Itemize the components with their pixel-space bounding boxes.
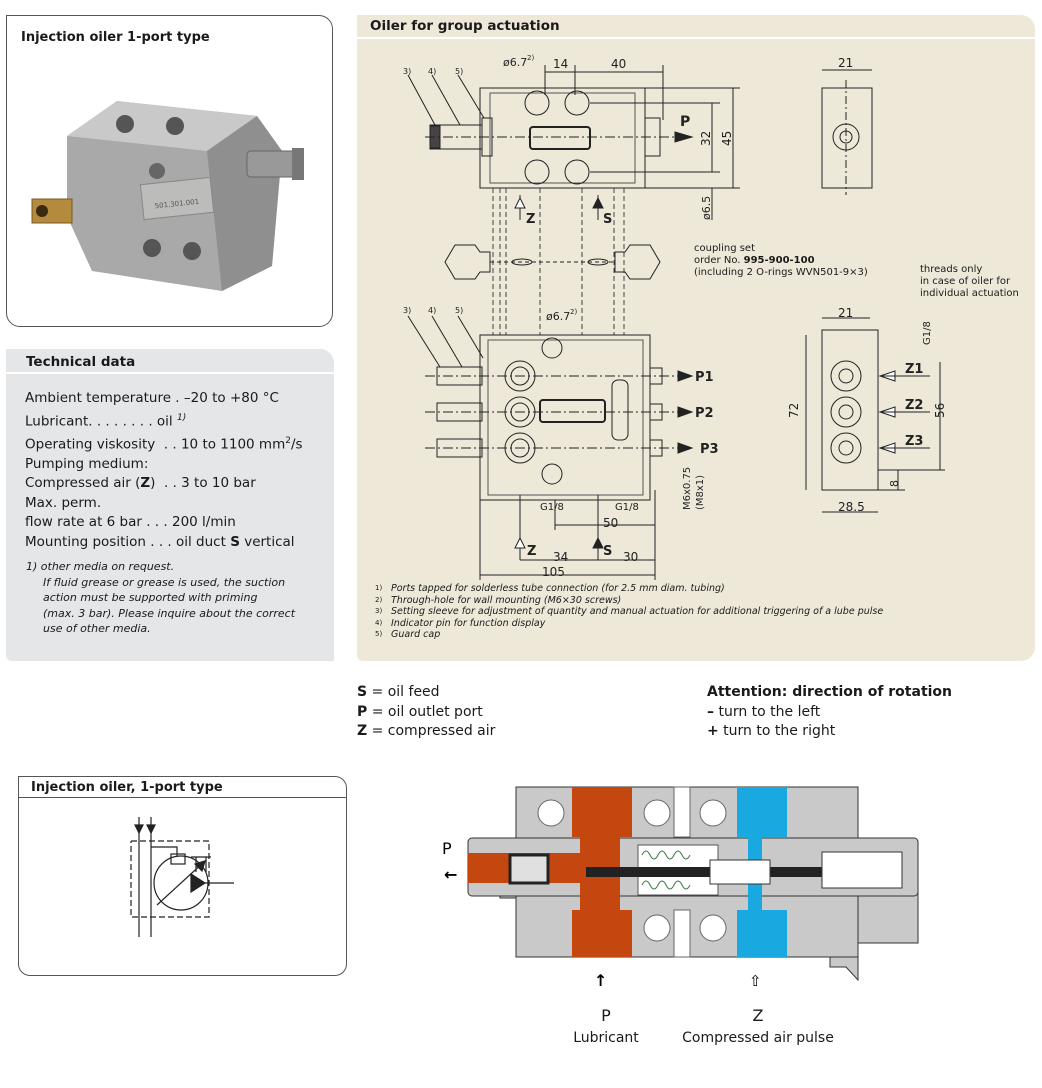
schematic-title: Injection oiler, 1-port type (31, 780, 223, 795)
spec-pumping-medium: Pumping medium: (25, 455, 149, 472)
port-z1: Z1 (905, 362, 923, 377)
lubricant-port-top (572, 787, 632, 837)
coupling-note: coupling set order No. 995-900-100 (incl… (694, 243, 868, 278)
air-key: Z (752, 1006, 764, 1025)
group-side-view (805, 317, 945, 513)
oiler-photo: 501.301.001 (31, 101, 304, 291)
spec-mounting-position: Mounting position . . . oil duct S verti… (25, 533, 295, 550)
thread-m8: (M8x1) (695, 475, 706, 510)
port-p1: P1 (695, 370, 714, 385)
air-caption: Compressed air pulse (682, 1030, 834, 1046)
top-side-view (821, 69, 873, 195)
callout-4: 4) (428, 306, 436, 315)
dim-40: 40 (611, 57, 626, 71)
thread-g18: G1/8 (922, 321, 933, 345)
dim-8: 8 (888, 480, 901, 487)
rotation-note: Attention: direction of rotation – turn … (707, 683, 952, 742)
rotation-title: Attention: direction of rotation (707, 684, 953, 700)
spec-ambient-temperature: Ambient temperature . –20 to +80 °C (25, 390, 279, 406)
legend-item: Z = compressed air (357, 723, 496, 739)
drawing-panel-title: Oiler for group actuation (370, 18, 560, 34)
hydraulic-symbol (130, 817, 234, 937)
spec-compressed-air: Compressed air (Z) . . 3 to 10 bar (25, 475, 256, 491)
technical-drawing: 3) 4) 5) ø6.7 2) 14 40 P 32 45 ø6.5 Z S … (403, 54, 947, 580)
lubricant-key: P (601, 1006, 611, 1025)
dim-hole-note: 2) (570, 308, 577, 316)
spec-flow-rate: flow rate at 6 bar . . . 200 l/min (25, 514, 236, 530)
footnote: 3)Setting sleeve for adjustment of quant… (375, 606, 884, 617)
port-z2: Z2 (905, 398, 923, 413)
spec-viscosity: Operating viskosity . . 10 to 1100 mm2/s (25, 435, 303, 453)
dim-hole: ø6.7 (503, 56, 527, 69)
legend-item: P = oil outlet port (357, 703, 483, 720)
callout-3: 3) (403, 67, 411, 76)
divider (357, 37, 1035, 39)
callout-5: 5) (455, 67, 463, 76)
drawing-panel: Oiler for group actuation coupling set o… (357, 15, 1035, 661)
coupling-set (444, 244, 661, 280)
dim-hole: ø6.7 (546, 310, 570, 323)
port-legend: S = oil feed P = oil outlet port Z = com… (357, 683, 495, 742)
outlet-label: P (442, 839, 452, 858)
dim-32: 32 (699, 131, 713, 146)
air-inlet-arrow-icon: ⇧ (749, 972, 762, 990)
callout-4: 4) (428, 67, 436, 76)
port-z3: Z3 (905, 434, 923, 449)
dim-105: 105 (542, 565, 565, 579)
photo-panel: Injection oiler 1-port type 501.301.001 (6, 15, 333, 327)
callout-5: 5) (455, 306, 463, 315)
port-p2: P2 (695, 406, 714, 421)
dim-72: 72 (787, 403, 801, 418)
top-view (407, 65, 740, 335)
threads-note: threads only in case of oiler for indivi… (920, 264, 1019, 299)
dim-21: 21 (838, 56, 853, 70)
footnote: 2)Through-hole for wall mounting (M6×30 … (375, 594, 622, 606)
divider (19, 797, 346, 798)
technical-data-panel: Technical data Ambient temperature . –20… (6, 349, 334, 661)
dim-56: 56 (933, 403, 947, 418)
spec-lubricant: Lubricant. . . . . . . . oil 1) (25, 412, 187, 430)
port-z: Z (527, 544, 536, 559)
lubricant-port-bottom (572, 910, 632, 957)
callout-3: 3) (403, 306, 411, 315)
dim-hole-note: 2) (527, 54, 534, 62)
dim-65: ø6.5 (700, 196, 713, 220)
divider (6, 372, 334, 374)
lubricant-caption: Lubricant (573, 1030, 639, 1046)
port-z: Z (526, 212, 535, 227)
footnote: 4)Indicator pin for function display (375, 617, 546, 629)
technical-note: 1) other media on request. If fluid grea… (26, 560, 296, 635)
rotation-item: – turn to the left (707, 703, 821, 720)
footnotes: 1)Ports tapped for solderless tube conne… (375, 583, 883, 641)
rotation-item: + turn to the right (707, 723, 836, 739)
footnote: 5)Guard cap (375, 629, 441, 640)
port-p: P (680, 114, 690, 130)
spec-max-perm: Max. perm. (25, 494, 102, 511)
dim-45: 45 (720, 131, 734, 146)
air-port-bottom (737, 910, 787, 957)
dim-21: 21 (838, 306, 853, 320)
thread-g18: G1/8 (615, 502, 639, 513)
thread-g18: G1/8 (540, 502, 564, 513)
schematic-panel: Injection oiler, 1-port type (18, 776, 347, 976)
dim-14: 14 (553, 57, 568, 71)
thread-m6: M6x0.75 (682, 467, 693, 510)
port-p3: P3 (700, 442, 719, 457)
legend-item: S = oil feed (357, 684, 440, 700)
group-view (407, 315, 694, 580)
dim-30: 30 (623, 550, 638, 564)
outlet-arrow-icon: ← (444, 865, 457, 884)
port-s: S (603, 212, 612, 227)
port-s: S (603, 544, 612, 559)
cross-section-diagram: P ← ↑ ⇧ (442, 786, 919, 990)
dim-50: 50 (603, 516, 618, 530)
footnote: 1)Ports tapped for solderless tube conne… (375, 583, 725, 594)
lubricant-inlet-arrow-icon: ↑ (594, 971, 607, 990)
technical-data-title: Technical data (26, 354, 136, 370)
air-port-top (737, 787, 787, 837)
dim-28-5: 28.5 (838, 500, 865, 514)
photo-panel-title: Injection oiler 1-port type (21, 30, 210, 45)
dim-34: 34 (553, 550, 568, 564)
